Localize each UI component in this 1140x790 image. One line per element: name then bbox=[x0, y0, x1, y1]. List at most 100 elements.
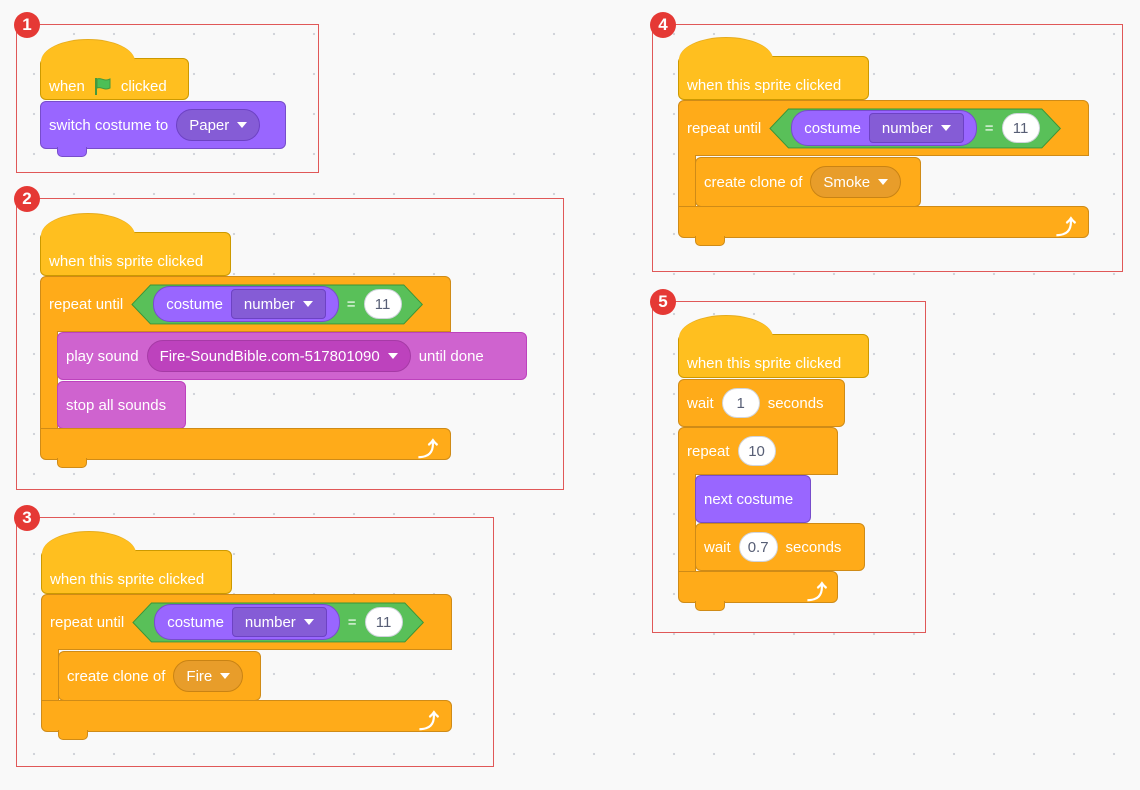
script-group-3 bbox=[16, 517, 494, 767]
equals-operator[interactable]: costume number = 11 bbox=[132, 602, 425, 643]
repeat-until-label: repeat until bbox=[50, 613, 125, 631]
caret-down-icon bbox=[237, 122, 248, 128]
repeat-until-block[interactable]: repeat until costume number = 11 bbox=[41, 594, 452, 650]
group-badge-5: 5 bbox=[650, 289, 676, 315]
script-group-2 bbox=[16, 198, 564, 490]
compare-value-input[interactable]: 11 bbox=[363, 289, 402, 319]
seconds-label: seconds bbox=[785, 538, 842, 556]
reporter-label: costume bbox=[167, 613, 224, 631]
hat-label: when this sprite clicked bbox=[49, 252, 204, 270]
reporter-label: costume bbox=[804, 119, 861, 137]
repeat-until-arm bbox=[678, 155, 696, 207]
script-group-5 bbox=[652, 301, 926, 633]
repeat-label: repeat bbox=[687, 442, 730, 460]
next-costume-block[interactable]: next costume bbox=[695, 475, 811, 523]
repeat-count-input[interactable]: 10 bbox=[737, 436, 776, 466]
create-clone-label: create clone of bbox=[704, 173, 803, 191]
repeat-until-arm bbox=[40, 331, 58, 431]
group-badge-3: 3 bbox=[14, 505, 40, 531]
caret-down-icon bbox=[303, 619, 314, 625]
repeat-until-footer: ⤴ bbox=[678, 206, 1089, 246]
clone-target-dropdown[interactable]: Fire bbox=[173, 660, 244, 692]
script-group-4 bbox=[652, 24, 1123, 272]
when-sprite-clicked-hat[interactable]: when this sprite clicked bbox=[40, 213, 231, 276]
create-clone-block[interactable]: create clone of Smoke bbox=[695, 157, 921, 207]
when-sprite-clicked-hat[interactable]: when this sprite clicked bbox=[678, 37, 869, 100]
loop-arrow-icon: ⤴ bbox=[418, 439, 438, 461]
when-flag-clicked-block[interactable]: when clicked bbox=[40, 39, 189, 100]
costume-dropdown-value: Paper bbox=[189, 116, 230, 134]
hat-when-label: when bbox=[49, 77, 85, 95]
reporter-dropdown-value: number bbox=[243, 295, 295, 313]
caret-down-icon bbox=[220, 673, 231, 679]
repeat-until-block[interactable]: repeat until costume number = 11 bbox=[678, 100, 1089, 156]
stop-all-sounds-label: stop all sounds bbox=[66, 396, 167, 414]
group-badge-2: 2 bbox=[14, 186, 40, 212]
repeat-until-block[interactable]: repeat until costume number = 11 bbox=[40, 276, 451, 332]
hat-label: when this sprite clicked bbox=[50, 570, 205, 588]
loop-arrow-icon: ⤴ bbox=[1056, 217, 1076, 239]
costume-number-reporter[interactable]: costume number bbox=[791, 110, 977, 146]
reporter-dropdown[interactable]: number bbox=[231, 607, 327, 637]
wait-seconds-input[interactable]: 1 bbox=[721, 388, 760, 418]
reporter-dropdown[interactable]: number bbox=[230, 289, 326, 319]
equals-operator[interactable]: costume number = 11 bbox=[131, 284, 424, 325]
reporter-dropdown-value: number bbox=[244, 613, 296, 631]
repeat-until-footer: ⤴ bbox=[41, 700, 452, 740]
repeat-until-label: repeat until bbox=[49, 295, 124, 313]
costume-number-reporter[interactable]: costume number bbox=[153, 286, 339, 322]
stop-all-sounds-block[interactable]: stop all sounds bbox=[57, 381, 186, 429]
clone-target-value: Fire bbox=[186, 667, 213, 685]
hat-label: when this sprite clicked bbox=[687, 76, 842, 94]
hat-clicked-label: clicked bbox=[120, 77, 167, 95]
next-costume-label: next costume bbox=[704, 490, 794, 508]
hat-label: when this sprite clicked bbox=[687, 354, 842, 372]
costume-dropdown[interactable]: Paper bbox=[176, 109, 261, 141]
caret-down-icon bbox=[878, 179, 889, 185]
create-clone-label: create clone of bbox=[67, 667, 166, 685]
equals-sign: = bbox=[347, 613, 357, 631]
repeat-until-label: repeat until bbox=[687, 119, 762, 137]
green-flag-icon bbox=[94, 78, 111, 95]
loop-arrow-icon: ⤴ bbox=[807, 582, 827, 604]
switch-costume-block[interactable]: switch costume to Paper bbox=[40, 101, 286, 157]
reporter-label: costume bbox=[166, 295, 223, 313]
when-sprite-clicked-hat[interactable]: when this sprite clicked bbox=[41, 531, 232, 594]
repeat-until-arm bbox=[41, 649, 59, 701]
repeat-block[interactable]: repeat 10 bbox=[678, 427, 838, 475]
caret-down-icon bbox=[302, 301, 313, 307]
caret-down-icon bbox=[387, 353, 398, 359]
caret-down-icon bbox=[940, 125, 951, 131]
until-done-label: until done bbox=[418, 347, 484, 365]
loop-arrow-icon: ⤴ bbox=[419, 711, 439, 733]
reporter-dropdown[interactable]: number bbox=[868, 113, 964, 143]
group-badge-1: 1 bbox=[14, 12, 40, 38]
wait-seconds-block[interactable]: wait 0.7 seconds bbox=[695, 523, 865, 571]
repeat-footer: ⤴ bbox=[678, 571, 838, 611]
group-badge-4: 4 bbox=[650, 12, 676, 38]
repeat-until-footer: ⤴ bbox=[40, 428, 451, 468]
repeat-arm bbox=[678, 474, 696, 572]
wait-label: wait bbox=[687, 394, 714, 412]
play-sound-until-done-block[interactable]: play sound Fire-SoundBible.com-517801090… bbox=[57, 332, 527, 380]
compare-value-input[interactable]: 11 bbox=[364, 607, 403, 637]
when-sprite-clicked-hat[interactable]: when this sprite clicked bbox=[678, 315, 869, 378]
seconds-label: seconds bbox=[767, 394, 824, 412]
equals-operator[interactable]: costume number = 11 bbox=[769, 108, 1062, 149]
equals-sign: = bbox=[984, 119, 994, 137]
clone-target-dropdown[interactable]: Smoke bbox=[810, 166, 902, 198]
switch-costume-label: switch costume to bbox=[49, 116, 169, 134]
script-group-1 bbox=[16, 24, 319, 173]
create-clone-block[interactable]: create clone of Fire bbox=[58, 651, 261, 701]
sound-dropdown[interactable]: Fire-SoundBible.com-517801090 bbox=[146, 340, 411, 372]
wait-label: wait bbox=[704, 538, 731, 556]
costume-number-reporter[interactable]: costume number bbox=[154, 604, 340, 640]
equals-sign: = bbox=[346, 295, 356, 313]
sound-dropdown-value: Fire-SoundBible.com-517801090 bbox=[159, 347, 380, 365]
play-sound-label: play sound bbox=[66, 347, 139, 365]
wait-seconds-block[interactable]: wait 1 seconds bbox=[678, 379, 845, 427]
clone-target-value: Smoke bbox=[823, 173, 871, 191]
compare-value-input[interactable]: 11 bbox=[1001, 113, 1040, 143]
wait-seconds-input[interactable]: 0.7 bbox=[738, 532, 778, 562]
reporter-dropdown-value: number bbox=[881, 119, 933, 137]
